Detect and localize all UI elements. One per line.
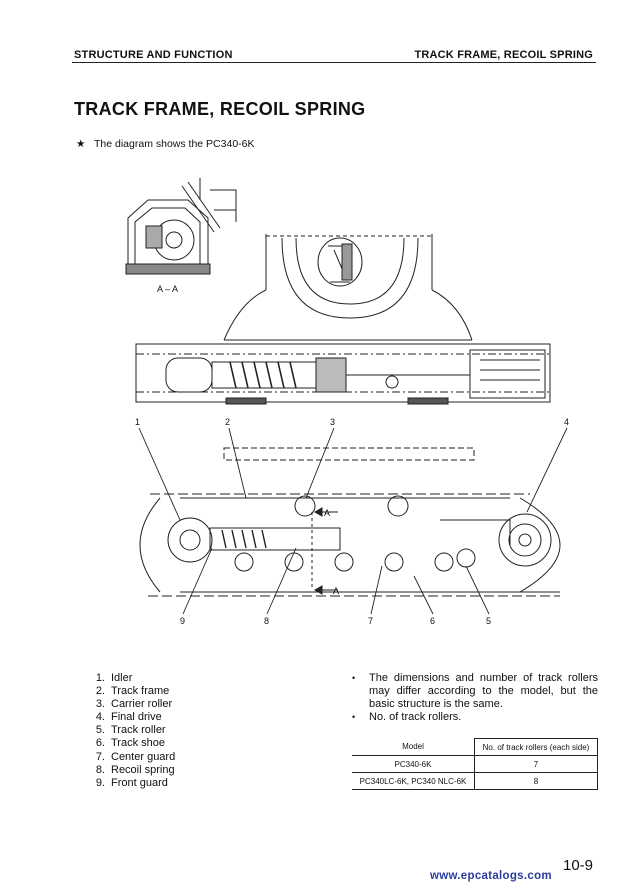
diagram-note: ★ The diagram shows the PC340-6K [76,138,255,150]
legend-item: 2.Track frame [95,685,170,698]
callout-7: 7 [368,616,373,626]
page-number: 10-9 [563,857,594,874]
table-header-model: Model [352,738,475,756]
header-rule [72,62,596,63]
callout-1: 1 [135,417,140,427]
note-item: No. of track rollers. [352,711,598,724]
table-row: PC340-6K 7 [352,755,598,773]
table-cell-count: 8 [474,772,598,790]
page-title: TRACK FRAME, RECOIL SPRING [74,99,366,119]
table-header-count: No. of track rollers (each side) [474,738,598,756]
header-topic: TRACK FRAME, RECOIL SPRING [414,49,593,61]
table-header-row: Model No. of track rollers (each side) [352,738,598,756]
legend-item: 4.Final drive [95,711,162,724]
legend-item: 6.Track shoe [95,737,166,750]
legend-item: 1.Idler [95,672,133,684]
callout-9: 9 [180,616,185,626]
legend-item: 5.Track roller [95,724,166,737]
table-cell-model: PC340LC-6K, PC340 NLC-6K [352,772,475,790]
legend-item: 3.Carrier roller [95,698,173,711]
slewing-ring [223,234,473,341]
track-rollers-table: Model No. of track rollers (each side) P… [352,738,598,790]
table-cell-model: PC340-6K [352,755,475,773]
note-item: The dimensions and number of track rolle… [352,672,598,711]
section-a-a-detail [125,178,237,275]
notes-list: The dimensions and number of track rolle… [352,672,598,724]
arrow-label-bottom: A [333,586,339,596]
callout-5: 5 [486,616,491,626]
callout-8: 8 [264,616,269,626]
section-arrows [311,507,338,595]
table-cell-count: 7 [474,755,598,773]
callout-2: 2 [225,417,230,427]
header-section: STRUCTURE AND FUNCTION [74,49,233,61]
table-row: PC340LC-6K, PC340 NLC-6K 8 [352,772,598,790]
parts-legend: 1.Idler 2.Track frame 3.Carrier roller 4… [87,672,175,790]
leader-lines [138,427,568,615]
callout-4: 4 [564,417,569,427]
callout-6: 6 [430,616,435,626]
track-side-view [139,447,561,597]
arrow-label-top: A [324,508,330,518]
legend-item: 8.Recoil spring [95,763,175,776]
legend-item: 7.Center guard [95,750,176,763]
callout-3: 3 [330,417,335,427]
section-a-a-label: A – A [157,284,178,294]
legend-item: 9.Front guard [95,776,168,789]
recoil-spring-section [135,343,551,405]
watermark: www.epcatalogs.com [430,870,552,882]
diagram-note-text: The diagram shows the PC340-6K [94,138,255,150]
star-icon: ★ [76,138,86,150]
